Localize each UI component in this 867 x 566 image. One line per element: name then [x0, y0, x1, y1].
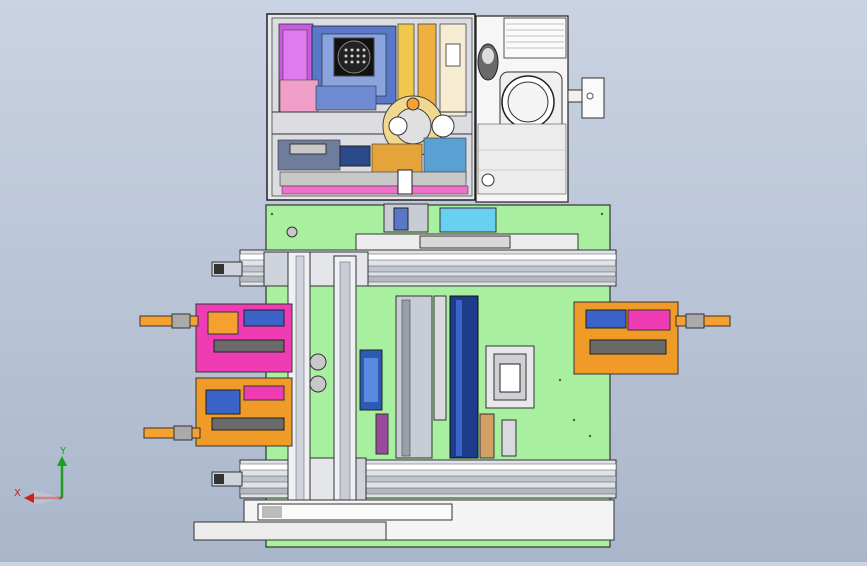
side-bracket[interactable]	[567, 77, 605, 119]
bottom-plates[interactable]	[193, 499, 615, 541]
coordinate-triad-icon: Y X	[14, 446, 67, 505]
top-mechanism[interactable]	[355, 203, 579, 251]
y-axis-label: Y	[59, 446, 67, 457]
x-axis-label: X	[14, 488, 21, 499]
inspection-station[interactable]	[485, 345, 535, 457]
upper-module[interactable]	[266, 13, 476, 201]
center-slides[interactable]	[359, 295, 495, 459]
gantry-columns[interactable]	[287, 251, 357, 525]
right-cabinet[interactable]	[475, 15, 569, 203]
right-fixture[interactable]	[573, 301, 731, 375]
upper-rail[interactable]	[211, 249, 617, 287]
left-fixture-orange[interactable]	[143, 377, 293, 447]
lower-rail[interactable]	[211, 457, 617, 501]
left-fixture-magenta[interactable]	[139, 303, 293, 373]
